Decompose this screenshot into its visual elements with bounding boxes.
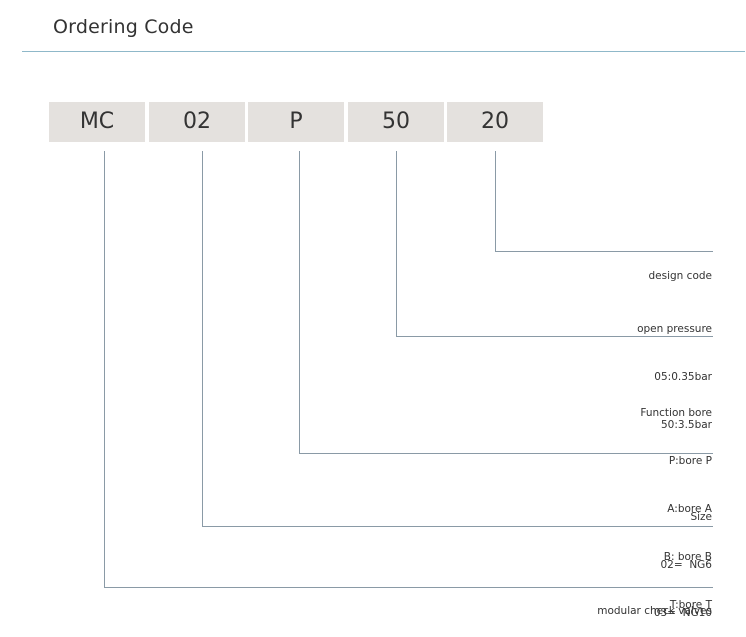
code-segment-series: MC	[49, 102, 145, 142]
code-segment-design-code: 20	[447, 102, 543, 142]
annotation-type-line: modular check valves	[597, 605, 712, 617]
title-divider	[22, 51, 745, 52]
annotation-function-bore-option: T:bore T	[669, 599, 712, 611]
code-segment-size: 02	[149, 102, 245, 142]
annotation-open-pressure: open pressure 05:0.35bar 50:3.5bar	[637, 289, 712, 449]
code-segment-open-pressure: 50	[348, 102, 444, 142]
annotation-open-pressure-heading: open pressure	[637, 323, 712, 335]
annotation-function-bore-heading: Function bore	[640, 407, 712, 419]
annotation-size-heading: Size	[690, 511, 712, 523]
annotation-function-bore-option: A:bore A	[667, 503, 712, 515]
annotation-open-pressure-option: 50:3.5bar	[660, 419, 712, 431]
page-title: Ordering Code	[53, 16, 194, 38]
code-segment-function-bore: P	[248, 102, 344, 142]
annotation-design-code-line: design code	[648, 270, 713, 282]
annotation-function-bore: Function bore P:bore P A:bore A B: bore …	[640, 373, 712, 629]
annotation-function-bore-option: B: bore B	[663, 551, 712, 563]
annotation-type: modular check valves	[597, 571, 712, 635]
annotation-function-bore-option: P:bore P	[668, 455, 712, 467]
annotation-open-pressure-option: 05:0.35bar	[654, 371, 712, 383]
annotation-design-code: design code	[649, 236, 713, 300]
annotation-size-option: 02= NG6	[660, 559, 712, 571]
connector-lines	[104, 151, 713, 588]
